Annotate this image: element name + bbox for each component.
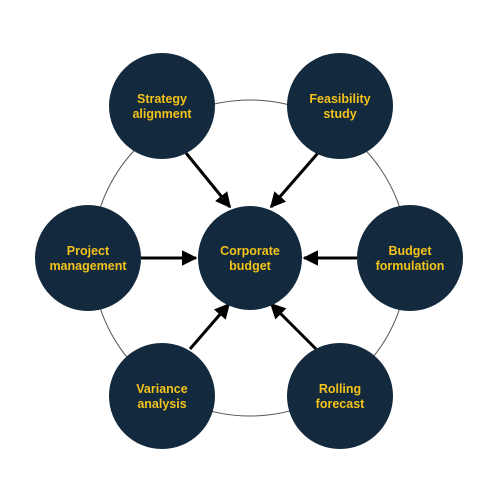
node-rolling-forecast-label-line: forecast xyxy=(316,397,365,411)
node-variance-analysis-label-line: Variance xyxy=(136,382,187,396)
node-project-management-label-line: management xyxy=(49,259,127,273)
node-strategy-alignment-label-line: Strategy xyxy=(137,92,187,106)
node-feasibility-study-circle xyxy=(287,53,393,159)
node-project-management-label-line: Project xyxy=(67,244,110,258)
center-node-corporate-budget-label-line: budget xyxy=(229,259,271,273)
node-feasibility-study-label-line: Feasibility xyxy=(309,92,370,106)
node-feasibility-study-label-line: study xyxy=(323,107,356,121)
node-project-management-circle xyxy=(35,205,141,311)
node-variance-analysis-label-line: analysis xyxy=(137,397,186,411)
node-strategy-alignment-circle xyxy=(109,53,215,159)
node-rolling-forecast-circle xyxy=(287,343,393,449)
node-budget-formulation-label-line: formulation xyxy=(376,259,445,273)
node-strategy-alignment-label-line: alignment xyxy=(132,107,192,121)
arrow-strategy-alignment-to-center xyxy=(184,152,232,209)
node-budget-formulation-label-line: Budget xyxy=(388,244,432,258)
center-node-corporate-budget-circle xyxy=(198,206,302,310)
arrow-variance-analysis-to-center xyxy=(188,302,231,350)
center-node-corporate-budget-label-line: Corporate xyxy=(220,244,280,258)
node-variance-analysis-circle xyxy=(109,343,215,449)
node-budget-formulation-circle xyxy=(357,205,463,311)
arrows-group xyxy=(141,152,357,351)
arrow-rolling-forecast-to-center xyxy=(269,302,318,351)
node-rolling-forecast-label-line: Rolling xyxy=(319,382,361,396)
arrow-feasibility-study-to-center xyxy=(269,152,320,209)
